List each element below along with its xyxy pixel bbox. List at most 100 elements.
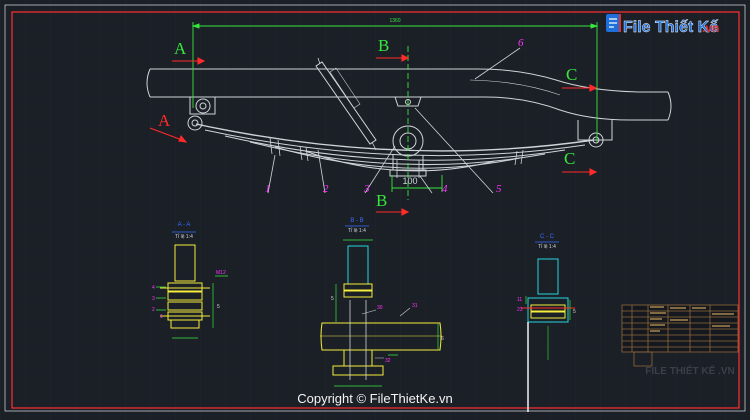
section-bb-body — [320, 245, 442, 380]
front-pin-outer — [195, 98, 211, 114]
shackle-eye — [187, 115, 203, 131]
section-label-a-top: A — [174, 39, 187, 58]
main-view — [146, 57, 672, 178]
aa-spring-eye — [174, 244, 196, 282]
aa-plate-3 — [167, 301, 203, 311]
part-label-1: 1 — [265, 183, 271, 195]
bb-dim-5: 5 — [331, 296, 334, 302]
bb-clamp-plate — [332, 365, 384, 376]
dim-100-text: 100 — [402, 176, 417, 186]
section-label-b-bottom: B — [376, 191, 387, 210]
title-block-stamp — [633, 351, 653, 367]
section-bb-dims — [334, 239, 439, 387]
logo-doc-lines — [609, 18, 617, 28]
part-label-2: 2 — [323, 183, 329, 195]
section-label-b-top: B — [378, 36, 389, 55]
copyright-watermark: Copyright © FileThietKe.vn — [297, 391, 453, 406]
section-cc-dims — [525, 296, 571, 320]
aa-dim-2: 2 — [152, 307, 155, 313]
clip-1 — [269, 137, 281, 157]
cc-dim-5: 5 — [573, 309, 576, 315]
section-aa: A - A Tỉ lệ 1:4 M12 4 3 2 1 5 — [152, 222, 228, 339]
section-aa-dims — [156, 275, 228, 339]
aa-dim-4: 4 — [152, 285, 155, 291]
aa-dim-1: 1 — [160, 314, 163, 320]
cc-label-23: 23 — [517, 307, 523, 313]
title-block-text-hatching — [650, 306, 734, 332]
filethietke-logo: File Thiết Kế .vn — [606, 14, 719, 36]
logo-brand-text: File Thiết Kế — [623, 19, 718, 36]
bb-label-32: 32 — [385, 358, 391, 364]
title-block-rows — [622, 310, 738, 348]
aa-dim-5: 5 — [217, 304, 220, 310]
cc-dim-lines — [525, 296, 571, 320]
front-hanger — [189, 97, 216, 115]
aa-plate-2 — [167, 291, 203, 301]
shock-mounts — [317, 57, 377, 151]
cc-leaf-2 — [530, 311, 566, 319]
leaf-main — [195, 123, 595, 152]
bb-dim-6: 6 — [441, 336, 444, 342]
outer-border — [4, 4, 746, 412]
front-pin-inner — [199, 102, 207, 110]
bb-axle-tube — [320, 322, 442, 351]
section-cc-title: C - C — [540, 234, 555, 240]
bb-leaders — [361, 307, 411, 359]
part-labels: 1 2 3 4 5 6 — [265, 37, 524, 195]
frame-break-right — [667, 91, 672, 121]
aa-plate-5 — [170, 319, 200, 329]
part-label-4: 4 — [442, 183, 448, 195]
part-leaders — [267, 47, 521, 194]
leader-2 — [317, 149, 326, 194]
clip-2 — [299, 145, 309, 162]
bb-dim-lines — [334, 239, 439, 387]
section-bb-scale: Tỉ lệ 1:4 — [348, 227, 366, 234]
title-block — [621, 304, 739, 367]
aa-dim-3: 3 — [152, 296, 155, 302]
rear-hanger — [577, 120, 613, 141]
section-cc-scale: Tỉ lệ 1:4 — [538, 243, 556, 250]
shackle-eye-inner — [191, 119, 199, 127]
rear-pin-outer — [588, 132, 604, 148]
aa-dim-m12: M12 — [216, 270, 226, 276]
section-cc: C - C Tỉ lệ 1:4 11 23 5 — [517, 234, 576, 412]
title-block-columns — [631, 305, 711, 352]
section-aa-title: A - A — [178, 222, 191, 228]
section-aa-body — [160, 244, 210, 329]
aa-plate-1 — [167, 282, 203, 292]
leader-5 — [414, 107, 494, 194]
leader-1 — [267, 154, 276, 194]
dimension-lines — [191, 22, 599, 200]
cc-bracket — [527, 297, 569, 323]
part-label-3: 3 — [363, 183, 370, 195]
part-label-6: 6 — [518, 37, 524, 49]
leaf-2 — [204, 129, 586, 157]
part-label-5: 5 — [496, 183, 502, 195]
frame-rail-top — [150, 68, 668, 93]
section-bb: B - B Tỉ lệ 1:4 31 30 32 5 6 — [320, 218, 444, 387]
section-cc-body — [521, 258, 575, 323]
drawing-frame — [11, 11, 740, 409]
frame-rail-flange — [469, 79, 561, 96]
clip-3 — [514, 149, 524, 166]
leader-6 — [474, 47, 521, 80]
section-label-a-bottom: A — [158, 111, 171, 130]
title-block-frame — [621, 304, 739, 353]
leaf-5 — [274, 146, 521, 169]
section-label-c-bottom: C — [564, 149, 575, 168]
bb-label-31: 31 — [412, 303, 418, 309]
logo-domain-text: .vn — [702, 21, 719, 35]
cc-hanger — [537, 258, 559, 295]
bb-u-bolts — [349, 300, 367, 380]
shock-absorber-inner — [329, 67, 361, 109]
section-aa-scale: Tỉ lệ 1:4 — [175, 233, 193, 240]
aa-bolts — [160, 287, 210, 317]
u-bolts — [396, 160, 420, 178]
bb-pad-1 — [343, 283, 373, 291]
aa-dim-lines — [156, 275, 228, 339]
frame-break-left — [146, 68, 151, 98]
leader-4 — [419, 175, 433, 194]
